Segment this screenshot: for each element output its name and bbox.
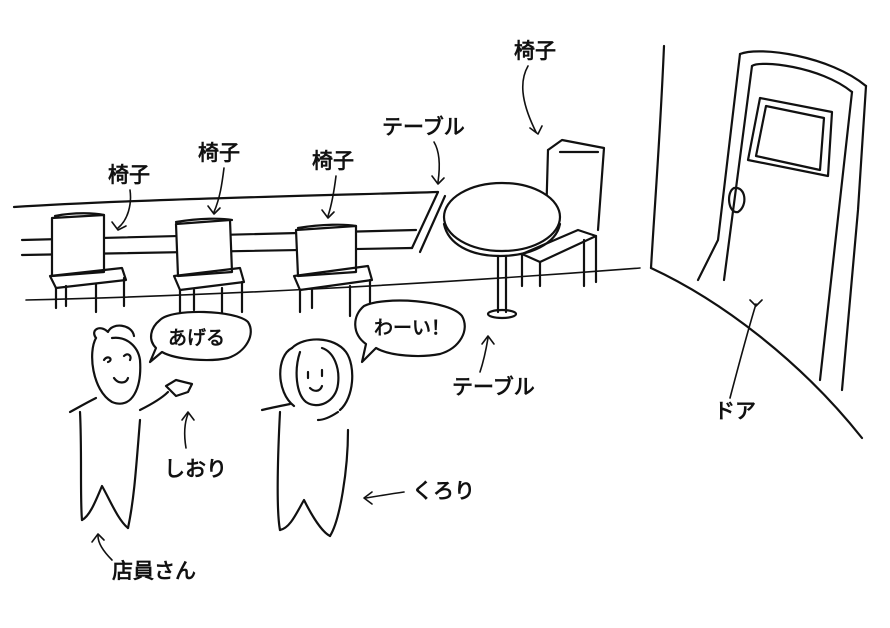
speech-text-kurori: わーい！ bbox=[374, 317, 450, 339]
kurori-character bbox=[260, 338, 354, 538]
arrow-shiori bbox=[183, 413, 189, 449]
arrow-staff bbox=[97, 535, 113, 561]
label-kurori: くろり bbox=[412, 479, 475, 503]
label-chair-1: 椅子 bbox=[108, 163, 150, 187]
label-chair-3: 椅子 bbox=[312, 149, 354, 173]
arrow-chair-3 bbox=[327, 175, 337, 217]
label-staff: 店員さん bbox=[112, 559, 196, 583]
bench bbox=[410, 190, 447, 254]
round-table bbox=[442, 181, 562, 320]
kurori-speech-bubble bbox=[354, 299, 466, 364]
label-shiori: しおり bbox=[164, 457, 227, 481]
chair-3 bbox=[292, 223, 374, 318]
label-door: ドア bbox=[714, 399, 756, 423]
arrow-door bbox=[729, 303, 757, 399]
arrow-kurori bbox=[365, 491, 405, 499]
speech-text-staff: あげる bbox=[168, 327, 225, 349]
label-table-bottom: テーブル bbox=[452, 375, 535, 399]
label-chair-2: 椅子 bbox=[198, 141, 240, 165]
label-table-top: テーブル bbox=[382, 115, 465, 139]
labels: 椅子 椅子 椅子 椅子 テーブル テーブル ドア しおり くろり 店員さん あげ… bbox=[108, 39, 756, 583]
chair-1 bbox=[48, 212, 128, 314]
arrow-chair-4 bbox=[521, 65, 537, 133]
arrows bbox=[91, 65, 763, 561]
arrow-table-bottom bbox=[479, 337, 489, 373]
chair-2 bbox=[172, 217, 246, 318]
arrow-chair-1 bbox=[117, 189, 132, 229]
label-chair-4: 椅子 bbox=[514, 39, 556, 63]
staff-speech-bubble bbox=[148, 310, 252, 364]
arrow-chair-2 bbox=[213, 167, 225, 213]
staff-character bbox=[68, 324, 194, 530]
arrow-table-top bbox=[433, 141, 440, 183]
door bbox=[696, 50, 868, 392]
